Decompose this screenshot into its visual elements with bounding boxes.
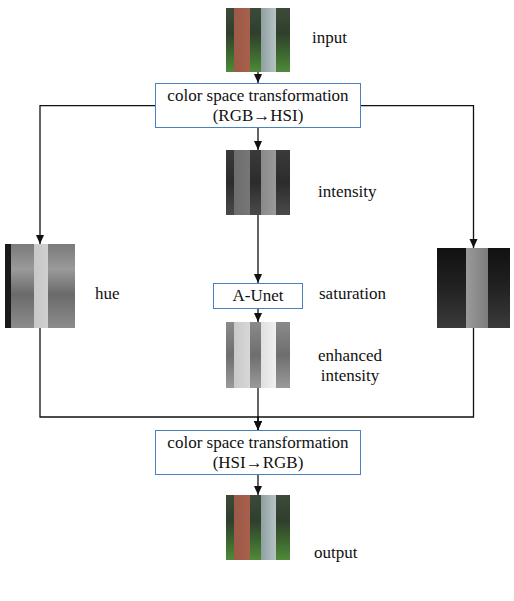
box-text: color space transformation (HSI→RGB) xyxy=(160,433,356,472)
image-label: enhanced intensity xyxy=(310,346,390,387)
box-text: color space transformation (RGB→HSI) xyxy=(160,86,356,125)
image-panel: input xyxy=(226,8,290,72)
flow-arrow xyxy=(257,128,258,150)
image-panel: enhanced intensity xyxy=(226,322,290,388)
image-panel: output xyxy=(226,495,290,560)
image-label: hue xyxy=(95,284,120,304)
flow-arrow xyxy=(257,215,258,283)
process-box: color space transformation (HSI→RGB) xyxy=(155,430,361,475)
flow-arrow xyxy=(257,475,258,495)
box-text: A-Unet xyxy=(218,286,298,306)
image-label: saturation xyxy=(319,284,386,304)
image-label: input xyxy=(312,28,347,48)
flow-arrow xyxy=(361,106,474,248)
flow-arrow xyxy=(257,309,258,322)
flow-arrow xyxy=(40,106,155,244)
image-panel: saturation xyxy=(437,248,510,328)
image-label: intensity xyxy=(318,182,377,202)
image-label: output xyxy=(314,543,357,563)
image-panel: hue xyxy=(5,244,75,328)
process-box: A-Unet xyxy=(213,283,303,309)
process-box: color space transformation (RGB→HSI) xyxy=(155,83,361,128)
flow-arrow xyxy=(258,328,474,430)
flow-arrow xyxy=(257,72,258,83)
image-panel: intensity xyxy=(226,150,290,215)
